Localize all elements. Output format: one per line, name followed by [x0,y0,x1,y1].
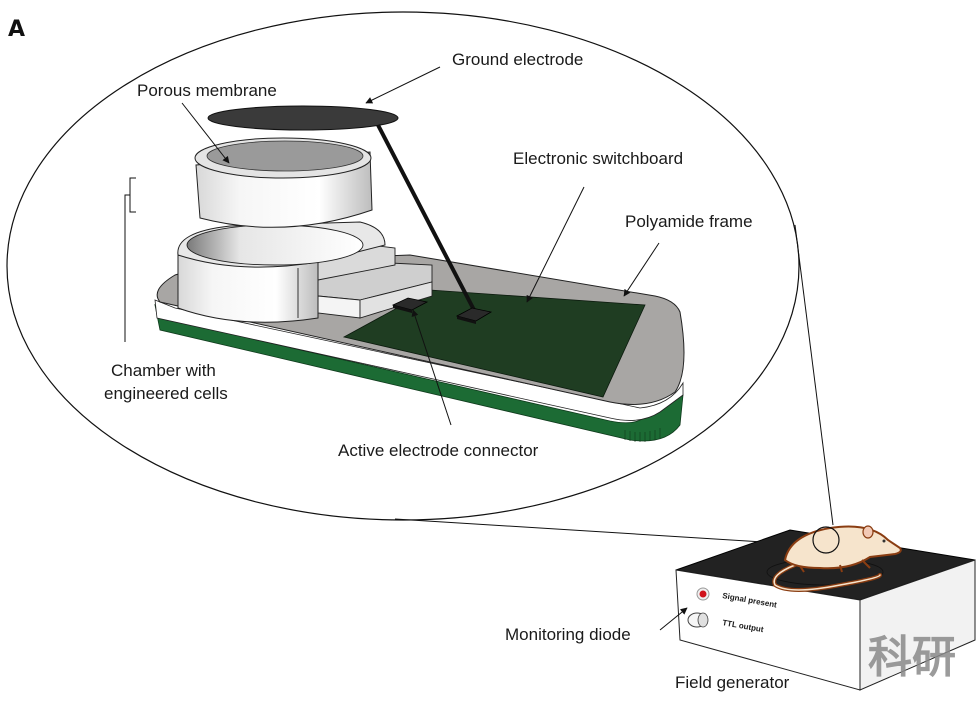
monitoring-diode-arrow [659,607,688,631]
panel-label: A [8,17,25,42]
chamber-lower-wall [177,254,319,323]
mouse-illustration [772,525,902,592]
label-polyamide-frame: Polyamide frame [625,212,753,231]
chamber-lower-opening [186,224,364,266]
label-monitoring-diode: Monitoring diode [505,625,631,644]
stripe-ticks [624,428,661,442]
label-porous-membrane: Porous membrane [137,81,277,100]
label-ground-electrode: Ground electrode [452,50,583,69]
label-chamber-line2: engineered cells [104,384,228,403]
mouse-ear [862,525,874,539]
zoom-connector-line-left [394,518,813,546]
label-active-electrode-connector: Active electrode connector [338,441,539,460]
watermark: 科研 [868,632,956,683]
implant-device [154,105,685,442]
frame-white-layer [154,299,684,421]
mouse-eye [882,539,886,543]
label-chamber-line1: Chamber with [111,361,216,380]
step-block-lower-side [359,281,433,319]
polyamide-frame-arrow [623,242,660,297]
monitoring-diode-icon [699,590,707,598]
ground-electrode [207,105,399,131]
switchboard-arrow [526,186,585,303]
electrode-wire [376,124,476,311]
chamber-bracket [124,177,136,342]
label-field-generator: Field generator [675,673,790,692]
porous-membrane [206,140,364,172]
implant-site-circle [812,526,840,554]
label-electronic-switchboard: Electronic switchboard [513,149,683,168]
porous-membrane-arrow [181,102,230,164]
zoom-connector-line-right [794,224,834,526]
magnification-ellipse [6,11,800,521]
active-connector-arrow [411,309,452,426]
ground-electrode-arrow [365,66,441,104]
